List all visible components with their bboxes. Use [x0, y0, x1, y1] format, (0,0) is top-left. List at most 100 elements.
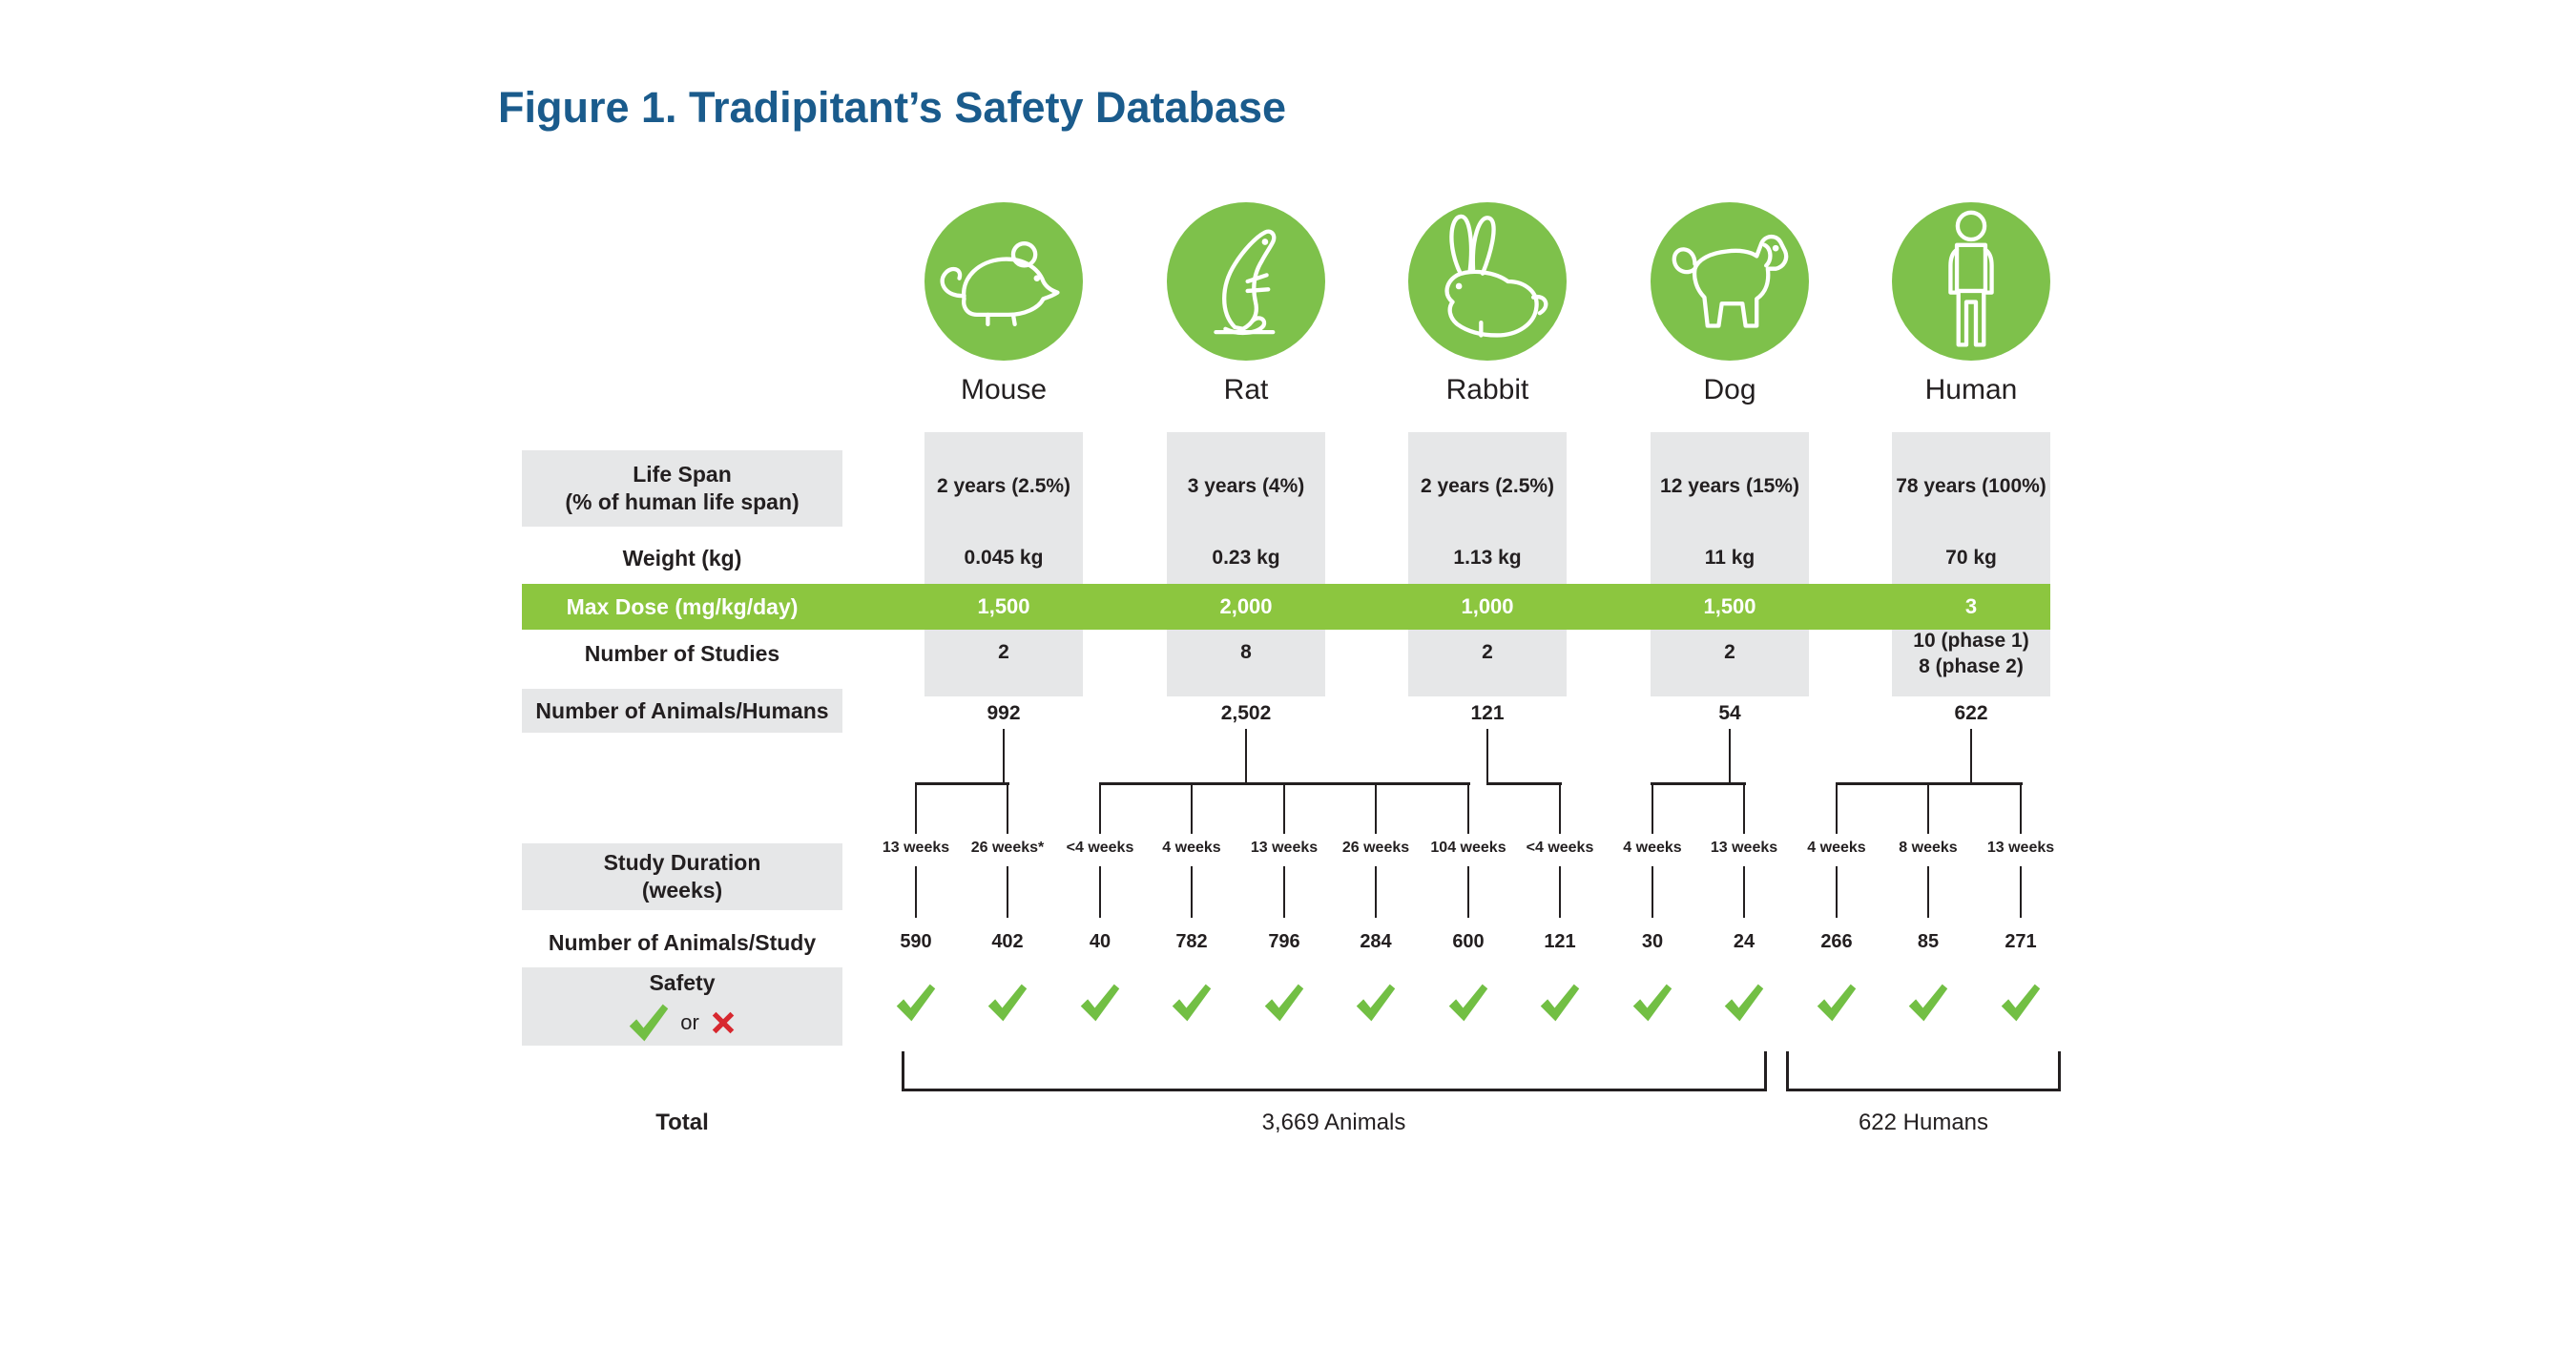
study-duration-line1: Study Duration	[603, 850, 761, 875]
row-label-safety: Safety or	[522, 967, 842, 1046]
num-animals-human: 622	[1954, 702, 1988, 724]
branch-line	[2020, 782, 2022, 834]
stem-rat	[1245, 729, 1247, 784]
safety-check-icon	[1448, 984, 1488, 1022]
safety-check-icon	[2001, 984, 2041, 1022]
num-studies-human-line1: 10 (phase 1)	[1913, 630, 2029, 652]
cross-icon	[712, 1011, 735, 1033]
branch-line	[1927, 782, 1929, 834]
species-name-rabbit: Rabbit	[1445, 374, 1529, 405]
duration-drop-line	[1559, 866, 1561, 918]
animals-per-study: 600	[1452, 931, 1485, 952]
animals-per-study: 271	[2005, 931, 2037, 952]
weight-rat: 0.23 kg	[1212, 547, 1280, 569]
safety-check-icon	[1356, 984, 1396, 1022]
safety-check-icon	[1540, 984, 1580, 1022]
column-block-dog	[1651, 432, 1809, 696]
max-dose-row-highlight	[522, 584, 2050, 630]
safety-or-text: or	[680, 1010, 699, 1034]
safety-text: Safety	[649, 969, 716, 995]
species-name-rat: Rat	[1223, 374, 1269, 405]
num-studies-human-line2: 8 (phase 2)	[1919, 655, 2024, 677]
weight-rabbit: 1.13 kg	[1453, 547, 1522, 569]
branch-line	[915, 782, 917, 834]
branch-line	[1191, 782, 1193, 834]
figure-title: Figure 1. Tradipitant’s Safety Database	[498, 83, 1287, 132]
total-humans: 622 Humans	[1858, 1110, 1989, 1135]
rat-icon	[1167, 202, 1325, 361]
animals-per-study: 266	[1820, 931, 1853, 952]
row-label-weight: Weight (kg)	[622, 546, 742, 571]
animals-per-study: 85	[1917, 931, 1940, 952]
branch-line	[1007, 782, 1008, 834]
animals-per-study: 284	[1360, 931, 1392, 952]
max-dose-dog: 1,500	[1703, 594, 1756, 618]
duration-drop-line	[1007, 866, 1008, 918]
num-studies-rat: 8	[1240, 641, 1252, 663]
num-animals-humans-text: Number of Animals/Humans	[535, 697, 829, 723]
branch-line	[1652, 782, 1653, 834]
animals-per-study: 121	[1544, 931, 1576, 952]
duration-drop-line	[2020, 866, 2022, 918]
column-block-rabbit	[1408, 432, 1567, 696]
num-animals-rabbit: 121	[1470, 702, 1505, 724]
study-duration: 13 weeks	[1250, 840, 1319, 856]
max-dose-rabbit: 1,000	[1461, 594, 1514, 618]
life-span-rabbit: 2 years (2.5%)	[1420, 475, 1555, 497]
num-animals-mouse: 992	[987, 702, 1021, 724]
study-duration: 13 weeks	[1986, 840, 2055, 856]
max-dose-mouse: 1,500	[977, 594, 1030, 618]
num-studies-dog: 2	[1724, 641, 1735, 663]
bar-mouse	[915, 782, 1009, 785]
human-icon	[1892, 202, 2050, 361]
safety-check-icon	[1080, 984, 1120, 1022]
bar-dog	[1651, 782, 1746, 785]
safety-check-icon	[1172, 984, 1212, 1022]
max-dose-human: 3	[1964, 594, 1978, 618]
column-block-mouse	[924, 432, 1083, 696]
duration-drop-line	[1099, 866, 1101, 918]
duration-drop-line	[915, 866, 917, 918]
species-name-mouse: Mouse	[960, 374, 1048, 405]
animals-per-study: 590	[900, 931, 932, 952]
safety-check-icon	[896, 984, 936, 1022]
humans-bracket-left	[1786, 1051, 1789, 1091]
life-span-mouse: 2 years (2.5%)	[936, 475, 1071, 497]
study-duration: 104 weeks	[1430, 840, 1506, 856]
row-label-study-duration: Study Duration (weeks)	[522, 843, 842, 910]
branch-line	[1283, 782, 1285, 834]
mouse-icon	[924, 202, 1083, 361]
study-duration: 4 weeks	[1162, 840, 1221, 856]
study-duration: 4 weeks	[1807, 840, 1866, 856]
duration-drop-line	[1467, 866, 1469, 918]
weight-mouse: 0.045 kg	[964, 547, 1044, 569]
animals-bracket	[902, 1089, 1767, 1091]
study-duration: 26 weeks	[1341, 840, 1410, 856]
branch-line	[1375, 782, 1377, 834]
study-duration: 8 weeks	[1899, 840, 1958, 856]
branch-line	[1467, 782, 1469, 834]
study-duration: 26 weeks*	[970, 840, 1045, 856]
animals-per-study: 782	[1175, 931, 1208, 952]
animals-per-study: 24	[1733, 931, 1755, 952]
bar-rabbit	[1486, 782, 1562, 785]
duration-drop-line	[1652, 866, 1653, 918]
study-duration: 4 weeks	[1623, 840, 1682, 856]
duration-drop-line	[1836, 866, 1838, 918]
row-label-num-animals-humans: Number of Animals/Humans	[522, 689, 842, 733]
animals-per-study: 796	[1268, 931, 1300, 952]
duration-drop-line	[1743, 866, 1745, 918]
dog-icon	[1651, 202, 1809, 361]
safety-check-icon	[1908, 984, 1948, 1022]
stem-mouse	[1003, 729, 1005, 784]
weight-human: 70 kg	[1945, 547, 1997, 569]
num-studies-rabbit: 2	[1482, 641, 1493, 663]
safety-legend: or	[627, 1001, 737, 1045]
rabbit-icon	[1408, 202, 1567, 361]
max-dose-rat: 2,000	[1219, 594, 1273, 618]
num-studies-human: 10 (phase 1) 8 (phase 2)	[1866, 628, 2076, 679]
humans-bracket-right	[2058, 1051, 2061, 1091]
study-duration: <4 weeks	[1066, 840, 1134, 856]
study-duration: 13 weeks	[882, 840, 950, 856]
